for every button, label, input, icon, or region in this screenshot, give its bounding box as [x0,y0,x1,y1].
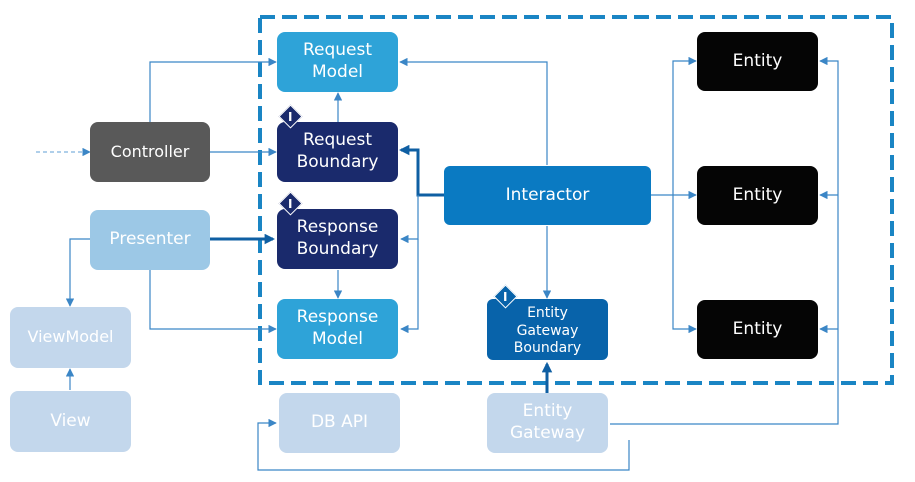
view-label: View [50,410,91,431]
response-boundary-label: Response Boundary [296,217,379,259]
interactor-to-response-boundary-line [400,195,419,244]
gateway-boundary-interface-label: I [503,290,508,304]
interactor-label: Interactor [505,184,590,205]
request-model-label: Request Model [302,40,373,82]
db-api-box: DB API [279,393,400,453]
entity-gateway-box: Entity Gateway [487,393,608,453]
interactor-to-entity-3-line [672,195,697,334]
presenter-label: Presenter [109,229,191,250]
entity-box-2: Entity [697,166,818,225]
interactor-to-request-boundary-line [398,144,444,197]
gateway-to-entities-line [610,56,839,425]
controller-to-request-model-line [149,57,277,122]
entity-gateway-boundary-box: Entity Gateway Boundary [487,299,608,360]
response-boundary-box: Response Boundary [277,209,398,269]
request-model-box: Request Model [277,32,398,92]
view-box: View [10,391,131,452]
controller-label: Controller [110,141,190,161]
presenter-to-viewmodel-line [65,238,90,307]
request-boundary-label: Request Boundary [296,130,379,172]
presenter-box: Presenter [90,210,210,270]
interactor-box: Interactor [444,166,651,225]
response-boundary-interface-label: I [288,197,293,211]
entity-1-label: Entity [732,50,783,71]
request-boundary-box: Request Boundary [277,122,398,182]
interactor-to-entity-1-line [672,56,697,195]
viewmodel-label: ViewModel [27,327,114,347]
gateway-to-db-api-line [257,418,630,471]
response-model-box: Response Model [277,299,398,359]
entity-gateway-label: Entity Gateway [509,401,586,443]
response-model-label: Response Model [296,307,379,349]
entity-gateway-boundary-label: Entity Gateway Boundary [513,305,582,357]
entity-box-3: Entity [697,300,818,359]
viewmodel-box: ViewModel [10,307,131,368]
entity-box-1: Entity [697,32,818,91]
application-boundary [258,15,894,385]
interactor-to-request-model-line [399,57,548,165]
request-boundary-interface-label: I [288,110,293,124]
entity-3-label: Entity [732,318,783,339]
entity-2-label: Entity [732,184,783,205]
presenter-to-response-model-line [149,270,277,334]
controller-box: Controller [90,122,210,182]
interactor-to-response-model-line [400,239,419,334]
db-api-label: DB API [310,412,369,433]
